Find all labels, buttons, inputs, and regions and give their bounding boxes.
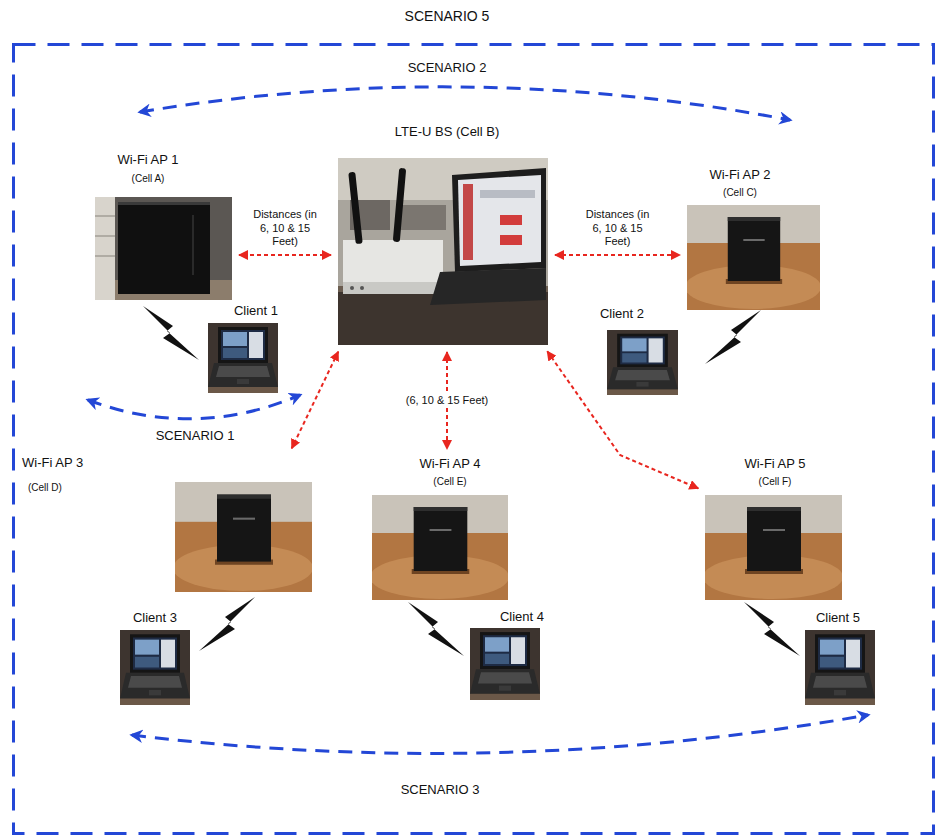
distance-arrow	[555, 254, 680, 256]
node-heading: Wi-Fi AP 3	[22, 455, 83, 471]
client-laptop: Client 4	[467, 606, 547, 703]
node-heading: Wi-Fi AP 1	[117, 152, 178, 168]
wireless-bolt	[744, 602, 800, 656]
radiator-fin	[95, 255, 115, 257]
scenario-label: SCENARIO 2	[408, 60, 487, 76]
radiator-fin	[95, 235, 115, 237]
scenario-arrow	[88, 395, 300, 419]
region-border	[14, 45, 934, 834]
distance-label: (6, 10 & 15 Feet)	[403, 393, 492, 409]
client-laptop: Client 3	[117, 607, 193, 708]
node-heading: Client 3	[133, 610, 177, 626]
scenario-arrow	[132, 715, 868, 753]
wireless-bolt	[199, 597, 255, 651]
chair	[400, 205, 446, 230]
laptop-photo	[607, 330, 678, 395]
scenario-region: SCENARIO 5LTE-U BS (Cell B)Wi-Fi AP 1(Ce…	[12, 43, 935, 835]
node-heading: SCENARIO 5	[405, 8, 490, 25]
node-heading: Client 4	[500, 609, 544, 625]
radiator-fin	[95, 215, 115, 217]
ap-router-edge	[192, 215, 194, 275]
scenario-label: SCENARIO 1	[156, 428, 235, 444]
scenario-arrow	[140, 87, 790, 120]
cell-label: (Cell F)	[759, 476, 792, 488]
ap-photo	[173, 482, 313, 592]
wifi-ap: Wi-Fi AP 1 (Cell A)	[92, 149, 235, 303]
client-laptop: Client 1	[205, 300, 281, 396]
laptop-photo	[805, 630, 875, 705]
laptop-base	[430, 268, 546, 305]
distance-arrow	[446, 352, 448, 449]
lte-port	[360, 286, 364, 290]
wireless-bolt	[705, 310, 761, 364]
node-heading: Wi-Fi AP 4	[419, 456, 480, 472]
distance-label: Distances (in 6, 10 & 15 Feet)	[253, 208, 317, 249]
ap-photo	[370, 495, 509, 600]
cell-label: (Cell C)	[723, 187, 757, 199]
node-heading: Client 2	[600, 306, 644, 322]
photo-ground	[95, 197, 232, 300]
wifi-ap: Wi-Fi AP 5 (Cell F)	[702, 453, 845, 603]
client-laptop: Client 5	[802, 607, 878, 708]
laptop-photo	[470, 628, 540, 700]
lte-box-front	[343, 282, 443, 294]
base-station: LTE-U BS (Cell B)	[335, 121, 551, 348]
antenna	[348, 172, 362, 244]
scenario-label: SCENARIO 3	[401, 782, 480, 798]
screen-sidebar	[463, 184, 473, 260]
ap-router	[118, 202, 210, 294]
wireless-bolt	[143, 306, 199, 360]
distance-label: Distances (in 6, 10 & 15 Feet)	[586, 208, 650, 249]
cell-label: (Cell A)	[132, 173, 165, 185]
wifi-ap: Wi-Fi AP 3 (Cell D)	[19, 452, 315, 595]
distance-arrow	[547, 351, 698, 488]
cell-label: (Cell E)	[433, 476, 466, 488]
ap-photo	[703, 495, 843, 600]
node-heading: Client 1	[234, 303, 278, 319]
laptop-lid	[452, 168, 546, 272]
node-heading: Client 5	[816, 610, 860, 626]
antenna	[393, 168, 406, 242]
distance-arrow	[292, 352, 339, 449]
photo-ground	[338, 158, 548, 345]
client-laptop: Client 2	[597, 303, 681, 398]
laptop-photo	[120, 630, 190, 705]
connector-group	[239, 255, 698, 488]
ap-photo	[685, 205, 821, 310]
radiator	[95, 197, 115, 300]
wifi-ap: Wi-Fi AP 2 (Cell C)	[684, 164, 823, 313]
base-station-photo	[338, 158, 548, 345]
screen-bar	[480, 190, 535, 198]
screen-button	[500, 235, 522, 245]
ap-photo	[95, 197, 232, 300]
cell-label: (Cell D)	[28, 482, 62, 494]
distance-arrow	[239, 254, 331, 256]
ap-router-edge	[118, 202, 210, 205]
laptop-screen	[458, 175, 541, 266]
wifi-ap: Wi-Fi AP 4 (Cell E)	[369, 453, 511, 603]
screen-button	[500, 215, 522, 225]
node-heading: Wi-Fi AP 5	[744, 456, 805, 472]
node-heading: LTE-U BS (Cell B)	[395, 124, 500, 140]
lte-port	[350, 286, 354, 290]
wireless-bolt	[408, 602, 464, 656]
node-heading: Wi-Fi AP 2	[709, 167, 770, 183]
laptop-photo	[208, 323, 278, 393]
